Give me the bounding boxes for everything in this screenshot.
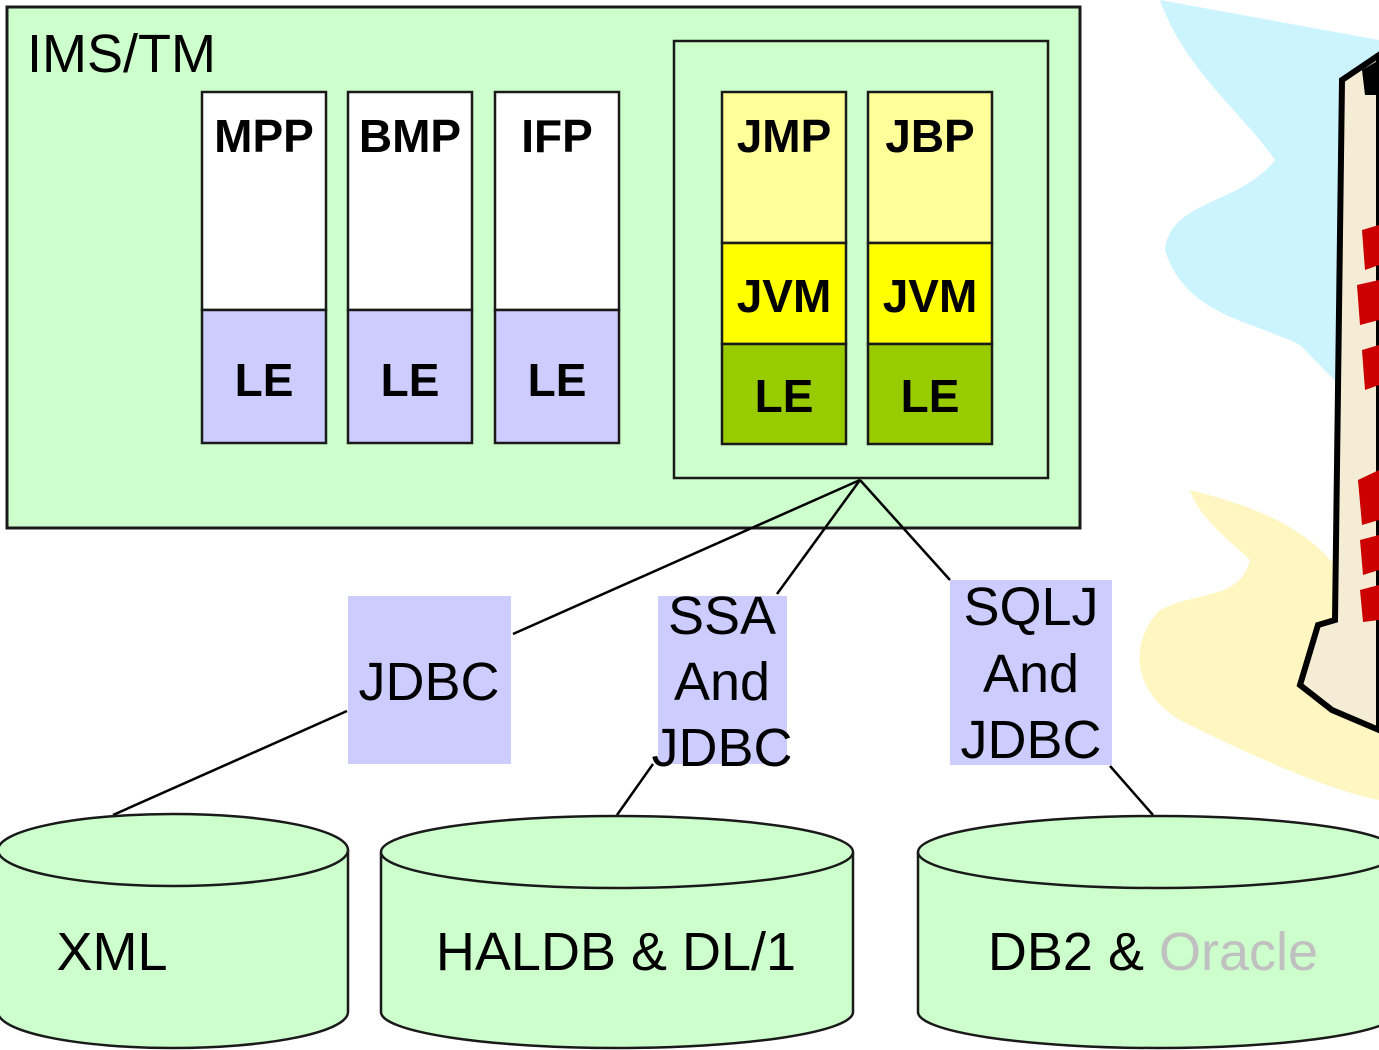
region-jbp-le-label: LE xyxy=(901,370,960,422)
region-jmp-jvm-label: JVM xyxy=(737,270,832,322)
db2-database-cylinder: DB2 & Oracle xyxy=(916,814,1379,1050)
region-bmp: BMP LE xyxy=(346,90,474,445)
ssa-label-line-3: JDBC xyxy=(651,718,792,778)
region-jbp-label: JBP xyxy=(885,110,974,162)
jdbc-connector: JDBC xyxy=(348,596,511,764)
region-ifp: IFP LE xyxy=(493,90,621,445)
ssa-label-line-1: SSA xyxy=(668,586,776,646)
sqlj-label-line-2: And xyxy=(983,644,1079,704)
region-bmp-label: BMP xyxy=(359,110,461,162)
haldb-database-cylinder: HALDB & DL/1 xyxy=(379,814,855,1050)
region-ifp-le-label: LE xyxy=(528,354,587,406)
jdbc-label: JDBC xyxy=(358,652,499,712)
sqlj-label-line-3: JDBC xyxy=(960,710,1101,770)
ssa-label-line-2: And xyxy=(674,652,770,712)
region-ifp-label: IFP xyxy=(521,110,593,162)
region-jbp-jvm-label: JVM xyxy=(883,270,978,322)
sqlj-jdbc-connector: SQLJ And JDBC xyxy=(950,577,1112,770)
region-jmp: JMP JVM LE xyxy=(720,90,848,446)
scroll-icon xyxy=(1139,0,1379,800)
region-mpp: MPP LE xyxy=(200,90,328,445)
ims-tm-title: IMS/TM xyxy=(27,24,216,84)
region-jbp: JBP JVM LE xyxy=(866,90,994,446)
db2-label-oracle: Oracle xyxy=(1159,922,1318,982)
sqlj-label-line-1: SQLJ xyxy=(963,577,1098,637)
region-bmp-le-label: LE xyxy=(381,354,440,406)
xml-label: XML xyxy=(56,922,167,982)
region-mpp-label: MPP xyxy=(214,110,314,162)
haldb-label: HALDB & DL/1 xyxy=(436,922,796,982)
connector-lines xyxy=(112,478,1154,817)
xml-database-cylinder: XML xyxy=(0,812,350,1050)
region-mpp-le-label: LE xyxy=(235,354,294,406)
region-jmp-le-label: LE xyxy=(755,370,814,422)
db2-label: DB2 & Oracle xyxy=(988,922,1318,982)
ssa-jdbc-connector: SSA And JDBC xyxy=(651,586,792,778)
db2-label-prefix: DB2 & xyxy=(988,922,1144,982)
region-jmp-label: JMP xyxy=(737,110,832,162)
